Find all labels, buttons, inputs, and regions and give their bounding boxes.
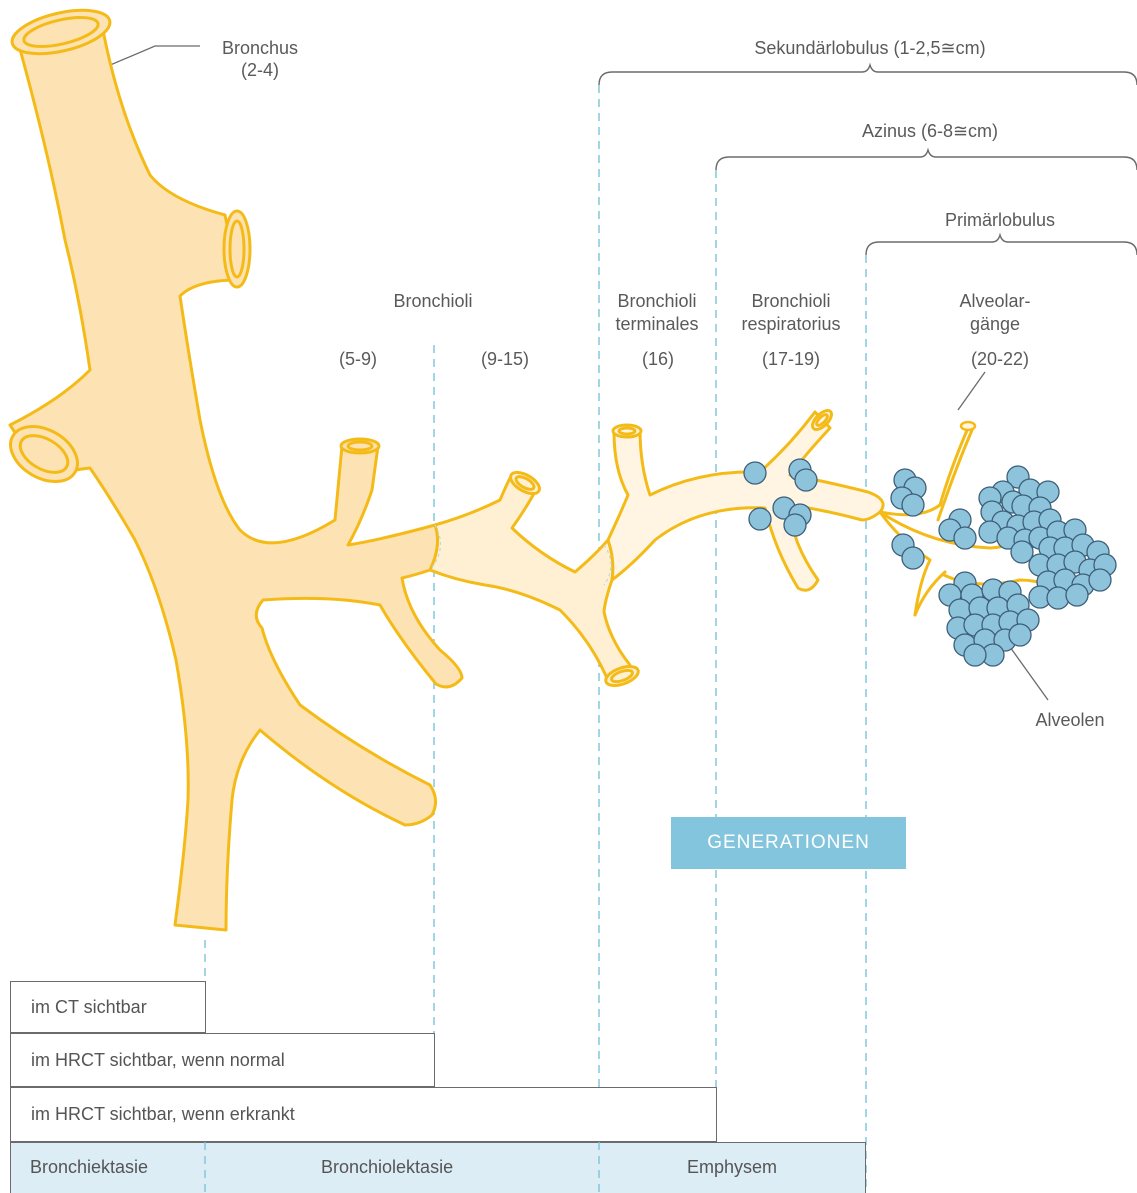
bronchioli-distal	[608, 407, 883, 590]
bronchiole-opening-1-inner	[348, 442, 372, 450]
bronchus-body	[10, 25, 462, 930]
label-bronchioli: Bronchioli	[368, 290, 498, 312]
alveolus	[1009, 624, 1031, 646]
label-gen-9-15: (9-15)	[465, 348, 545, 370]
label-terminales-line2: terminales	[598, 313, 716, 335]
bar-hrct-normal: im HRCT sichtbar, wenn normal	[10, 1033, 435, 1087]
bracket-sekundaerlobulus	[599, 65, 1137, 85]
bracket-azinus	[716, 150, 1137, 170]
label-respiratorius-line2: respiratorius	[726, 313, 856, 335]
label-respiratorius-line1: Bronchioli	[726, 290, 856, 312]
band-label-emphysem: Emphysem	[687, 1157, 777, 1178]
label-alveolar-line2: gänge	[940, 313, 1050, 335]
bronchus-opening-right-inner	[230, 221, 244, 277]
label-primaerlobulus: Primärlobulus	[920, 209, 1080, 231]
alveolus	[902, 547, 924, 569]
alveolus	[1047, 587, 1069, 609]
alveolus	[784, 514, 806, 536]
label-sekundaerlobulus: Sekundärlobulus (1-2,5≅cm)	[720, 37, 1020, 59]
label-bronchus: Bronchus	[210, 37, 310, 59]
alveolus	[744, 462, 766, 484]
bronchiole-opening-4-inner	[619, 428, 635, 434]
alveolus	[1066, 584, 1088, 606]
label-bronchus-generation: (2-4)	[210, 59, 310, 81]
bar-ct-visible: im CT sichtbar	[10, 981, 206, 1033]
band-label-bronchiolektasie: Bronchiolektasie	[321, 1157, 453, 1178]
alveolus	[964, 644, 986, 666]
bronchioli-terminal-respiratory	[608, 412, 883, 590]
bar-hrct-diseased: im HRCT sichtbar, wenn erkrankt	[10, 1087, 717, 1142]
label-terminales-line1: Bronchioli	[598, 290, 716, 312]
leader-alveolar	[958, 372, 985, 410]
alveolus	[954, 527, 976, 549]
alveolus	[749, 508, 771, 530]
label-gen-5-9: (5-9)	[318, 348, 398, 370]
bracket-primaerlobulus	[866, 235, 1137, 255]
label-gen-20-22: (20-22)	[950, 348, 1050, 370]
label-alveolar-line1: Alveolar-	[940, 290, 1050, 312]
dashed-boundaries	[205, 85, 866, 1193]
duct-top-2	[938, 430, 972, 520]
alveolus	[795, 469, 817, 491]
bronchioli-9-15	[430, 478, 630, 677]
label-gen-17-19: (17-19)	[746, 348, 836, 370]
bronchioli-middle	[430, 468, 641, 689]
label-alveolen: Alveolen	[1020, 709, 1120, 731]
alveolar-duct-opening	[961, 422, 975, 430]
band-label-bronchiektasie: Bronchiektasie	[30, 1157, 148, 1178]
alveolus	[1089, 569, 1111, 591]
bronchus-tree	[1, 2, 462, 930]
alveolus	[902, 494, 924, 516]
label-gen-16: (16)	[618, 348, 698, 370]
generationen-badge: GENERATIONEN	[671, 817, 906, 869]
label-azinus: Azinus (6-8≅cm)	[820, 120, 1040, 142]
